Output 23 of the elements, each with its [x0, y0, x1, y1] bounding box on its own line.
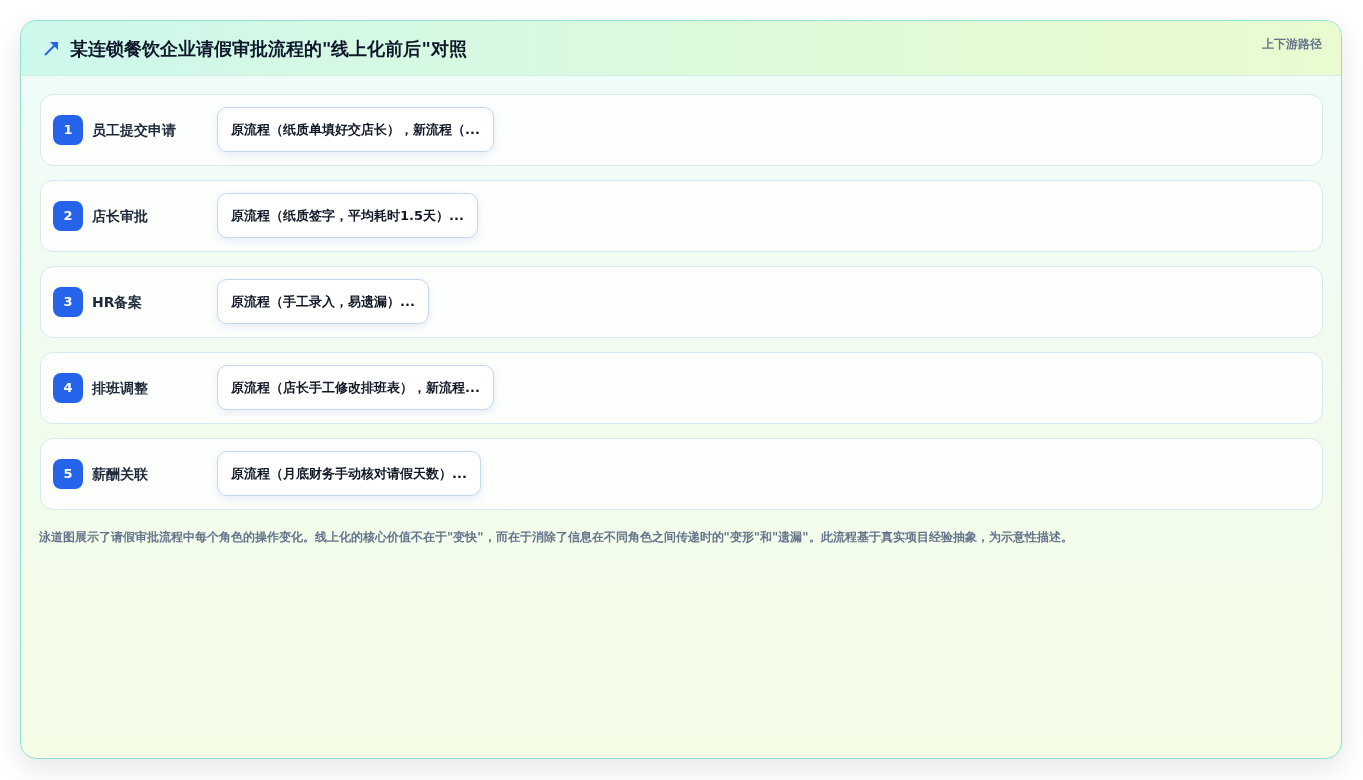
- step-number-badge: 4: [53, 373, 83, 403]
- diagram-title: 某连锁餐饮企业请假审批流程的"线上化前后"对照: [70, 37, 467, 61]
- swimlane-band: [40, 94, 1323, 166]
- process-box: 原流程（手工录入，易遗漏）...: [217, 279, 429, 324]
- process-box: 原流程（纸质签字，平均耗时1.5天）...: [217, 193, 478, 238]
- swimlane-band: [40, 352, 1323, 424]
- swimlane-band: [40, 180, 1323, 252]
- caption-text: 泳道图展示了请假审批流程中每个角色的操作变化。线上化的核心价值不在于"变快"，而在于消除了信息在不同角色之间传递时的"变形"和"遗漏"。此流程基于真实项目经验抽象，为示意性描述。: [39, 529, 1074, 546]
- process-box: 原流程（月底财务手动核对请假天数）...: [217, 451, 481, 496]
- role-label: 店长审批: [92, 207, 148, 226]
- step-number-badge: 5: [53, 459, 83, 489]
- swimlane-band: [40, 266, 1323, 338]
- role-label: 薪酬关联: [92, 465, 148, 484]
- step-number-badge: 3: [53, 287, 83, 317]
- step-number-badge: 1: [53, 115, 83, 145]
- process-box: 原流程（纸质单填好交店长），新流程（...: [217, 107, 494, 152]
- process-box: 原流程（店长手工修改排班表），新流程...: [217, 365, 494, 410]
- header-note: 上下游路径: [1262, 36, 1322, 52]
- step-number-badge: 2: [53, 201, 83, 231]
- role-label: HR备案: [92, 293, 143, 312]
- swimlane-band: [40, 438, 1323, 510]
- role-label: 员工提交申请: [92, 121, 176, 140]
- role-label: 排班调整: [92, 379, 148, 398]
